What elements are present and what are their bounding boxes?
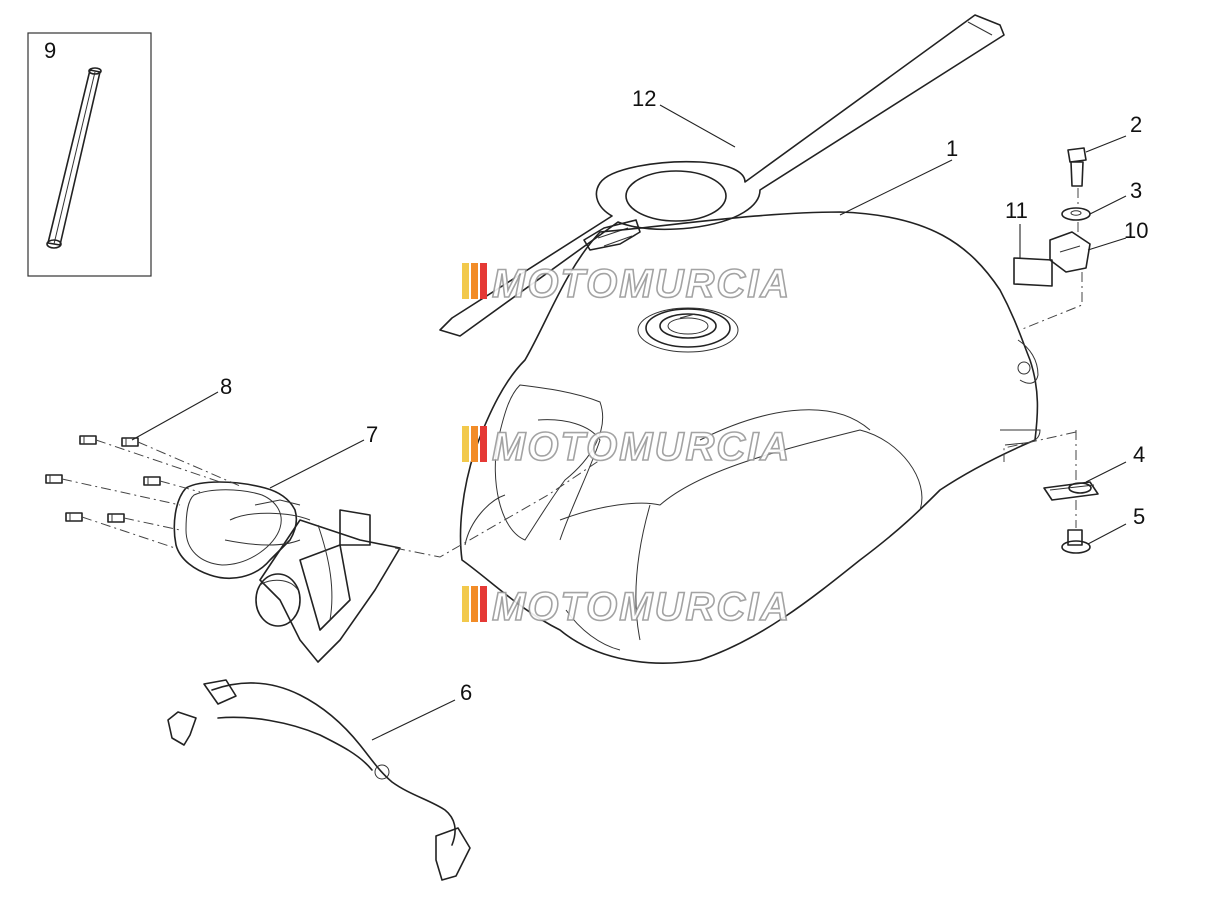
watermark-text: MOTOMURCIA	[492, 262, 791, 306]
watermark-stripe-2	[471, 426, 478, 462]
callout-1: 1	[946, 136, 958, 161]
fuel-filler-cap	[637, 307, 739, 353]
assembly-lines	[394, 188, 1083, 558]
screw	[79, 435, 97, 445]
strap-buckle	[583, 219, 641, 251]
part-11-pad	[1013, 257, 1053, 287]
watermark-stripe-2	[471, 586, 478, 622]
part-7-fuel-pump	[173, 481, 401, 663]
watermark-stripe-1	[462, 426, 469, 462]
callout-11: 11	[1005, 198, 1028, 223]
part-5-spacer	[1061, 529, 1091, 554]
part-2-bolt	[1067, 147, 1087, 187]
part-6-fuel-hose	[167, 679, 471, 881]
watermark: MOTOMURCIA	[462, 584, 791, 630]
part-3-washer	[1061, 207, 1091, 221]
leader-lines	[131, 104, 1127, 741]
callout-6: 6	[460, 680, 472, 705]
part-9-inset: 9	[27, 32, 152, 277]
screw	[121, 437, 139, 447]
watermark-stripe-3	[480, 263, 487, 299]
watermark-stripe-2	[471, 263, 478, 299]
callout-2: 2	[1130, 112, 1142, 137]
screw	[45, 474, 63, 484]
callout-3: 3	[1130, 178, 1142, 203]
callout-7: 7	[366, 422, 378, 447]
callout-9: 9	[44, 38, 56, 63]
callout-4: 4	[1133, 442, 1145, 467]
screw	[107, 513, 125, 523]
callout-12: 12	[632, 86, 656, 111]
watermark-stripe-3	[480, 586, 487, 622]
watermark-stripe-1	[462, 263, 469, 299]
part-8-screws	[45, 435, 241, 549]
screw	[143, 476, 161, 486]
callout-5: 5	[1133, 504, 1145, 529]
part-10-clip	[1049, 231, 1091, 273]
watermark-stripe-1	[462, 586, 469, 622]
watermark-text: MOTOMURCIA	[492, 585, 791, 629]
callout-10: 10	[1124, 218, 1148, 243]
watermark: MOTOMURCIA	[462, 424, 791, 470]
watermark-stripe-3	[480, 426, 487, 462]
part-4-grommet	[1043, 481, 1099, 501]
watermark: MOTOMURCIA	[462, 261, 791, 307]
part-9-hose	[46, 67, 102, 249]
callout-8: 8	[220, 374, 232, 399]
part-12-strap	[439, 14, 1005, 337]
watermark-text: MOTOMURCIA	[492, 425, 791, 469]
screw	[65, 512, 83, 522]
